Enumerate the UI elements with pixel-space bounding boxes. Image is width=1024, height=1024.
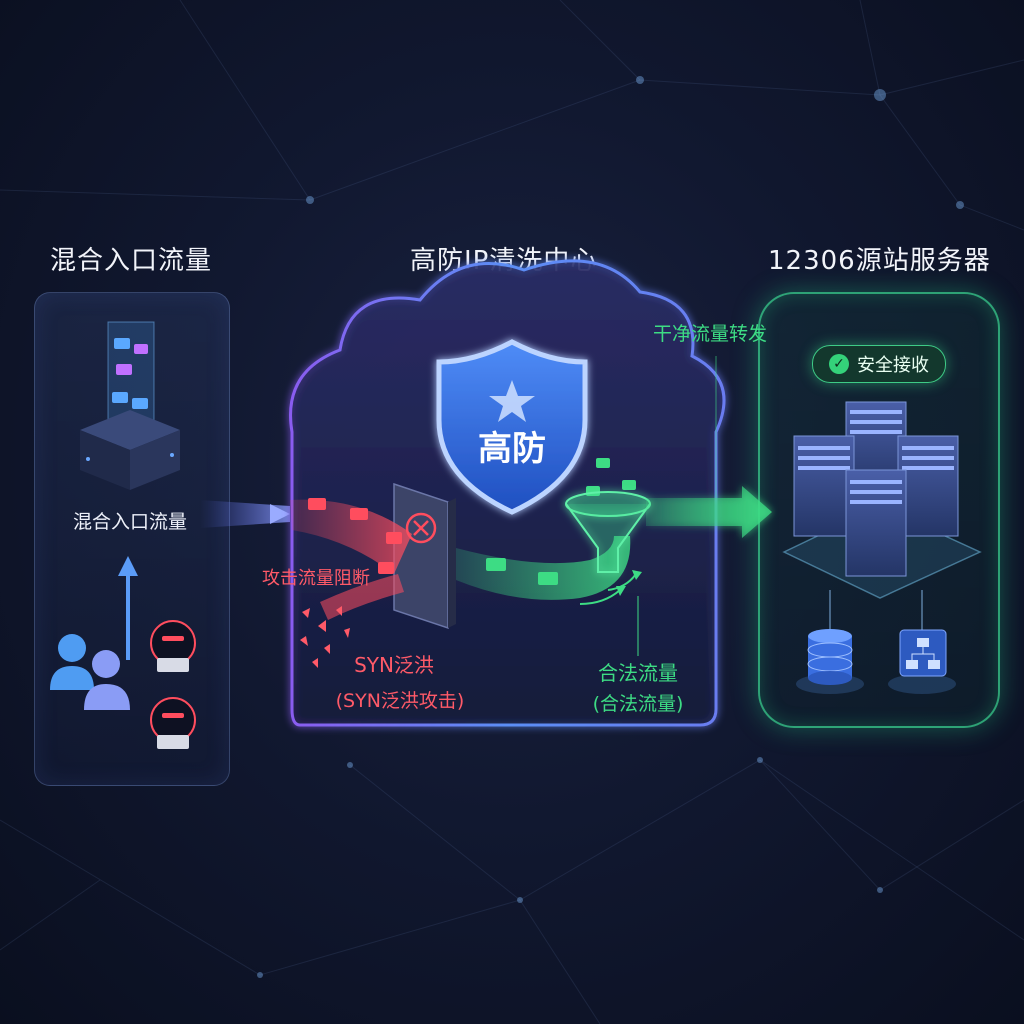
heading-left: 混合入口流量 — [50, 246, 213, 276]
secure-receive-label: 安全接收 — [857, 355, 929, 376]
attack-packet-icon — [308, 498, 402, 574]
attack-traffic-band — [290, 499, 412, 574]
legit-packet-icon — [486, 458, 636, 585]
shield-icon — [436, 339, 588, 515]
firewall-icon — [393, 482, 456, 630]
incoming-traffic-band — [200, 500, 290, 528]
network-topology-icon — [888, 629, 956, 694]
attack-blocked-label: 攻击流量阻断 — [262, 568, 370, 589]
server-rack-icon — [793, 435, 855, 537]
secure-receive-badge: ✓ 安全接收 — [812, 345, 946, 383]
legit-traffic-sub-label: (合法流量) — [593, 693, 684, 715]
syn-flood-label: SYN泛洪 — [354, 653, 434, 677]
hacker-icon — [150, 697, 196, 749]
heading-right: 12306源站服务器 — [768, 246, 991, 276]
database-icon — [796, 629, 864, 694]
legit-traffic-band — [456, 536, 631, 600]
up-arrow-icon — [118, 556, 138, 660]
ingress-label: 混合入口流量 — [73, 511, 187, 533]
server-rack-icon — [897, 435, 959, 537]
incoming-arrow-icon — [270, 504, 290, 524]
legit-traffic-label: 合法流量 — [598, 661, 678, 685]
users-icon — [50, 634, 130, 710]
hacker-icon — [150, 620, 196, 672]
ingress-device — [80, 321, 180, 490]
clean-forward-arrow — [646, 486, 772, 538]
server-rack-icon — [845, 469, 907, 577]
check-icon: ✓ — [829, 354, 849, 374]
ingress-panel — [34, 292, 230, 786]
shield-label: 高防 — [478, 429, 546, 469]
syn-flood-sub-label: (SYN泛洪攻击) — [336, 690, 465, 712]
filter-funnel-icon — [565, 491, 651, 573]
clean-forward-label: 干净流量转发 — [653, 323, 767, 345]
blocked-debris — [300, 606, 350, 668]
